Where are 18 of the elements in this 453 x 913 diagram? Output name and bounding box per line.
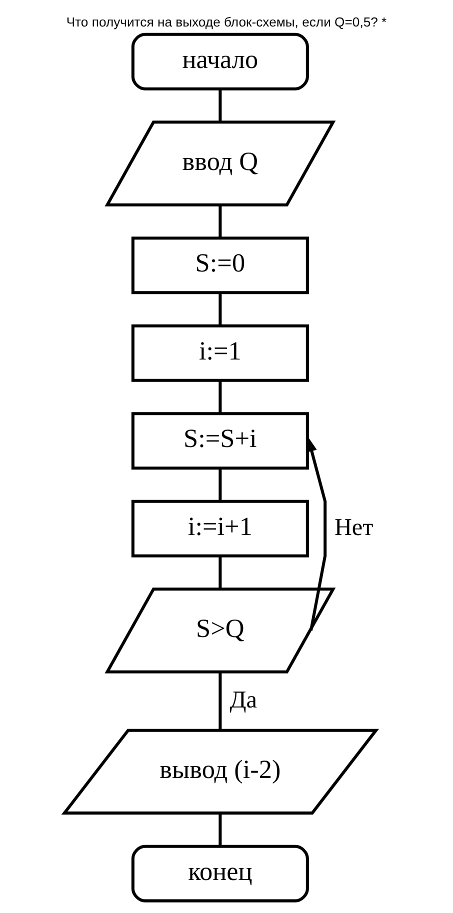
connector (218, 556, 222, 590)
connector (218, 468, 222, 502)
connector (218, 380, 222, 414)
node-box: начало (131, 32, 309, 90)
connector (218, 88, 222, 122)
connector (218, 293, 222, 326)
arrow (306, 436, 327, 631)
node-box: S:=S+i (131, 412, 309, 470)
diagram-title: Что получится на выходе блок-схемы, если Q=0,5? * (66, 14, 387, 30)
connector (218, 813, 222, 846)
node-box: конец (131, 844, 309, 902)
edge-label: Нет (334, 514, 374, 541)
node-box: i:=i+1 (131, 500, 309, 558)
node-box: S:=0 (131, 236, 309, 294)
connector (218, 672, 222, 730)
edge-label: Да (230, 686, 258, 714)
node-box: i:=1 (131, 324, 309, 382)
connector (218, 205, 222, 238)
